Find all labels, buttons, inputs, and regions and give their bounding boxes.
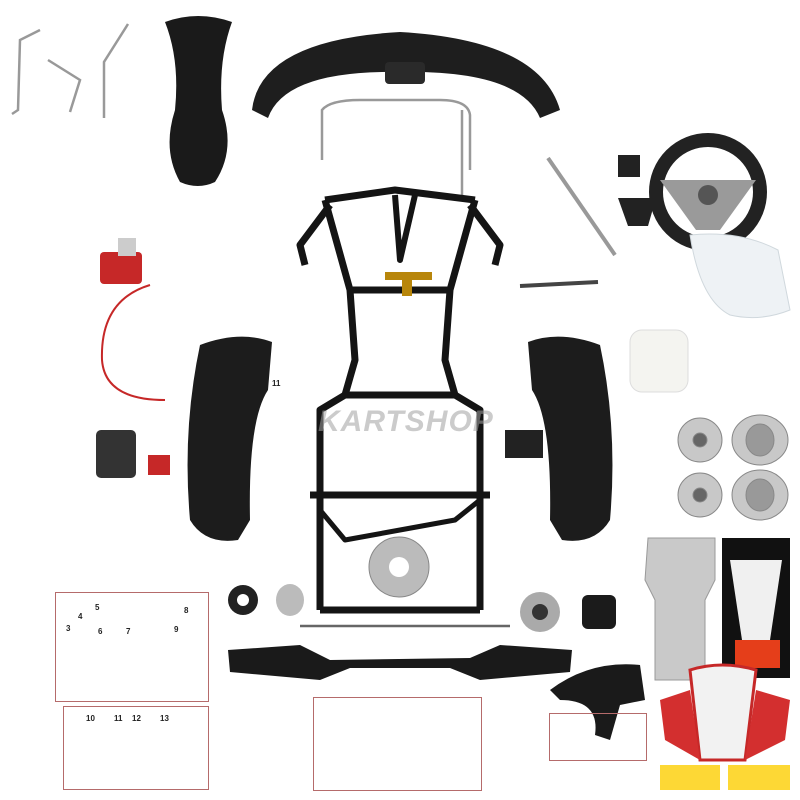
callout-13: 13 (160, 714, 169, 723)
pedal-stop-bracket (505, 430, 543, 458)
transparent-seat (689, 233, 791, 319)
parts-box-small-hardware (549, 713, 647, 761)
callout-10: 10 (86, 714, 95, 723)
floor-tray (644, 537, 716, 681)
wheel-rims (677, 414, 789, 521)
callout-7: 7 (126, 627, 131, 636)
callout-5: 5 (95, 603, 100, 612)
seat (165, 16, 232, 186)
bodywork-sticker-kit (660, 663, 790, 790)
seat-struts (11, 23, 472, 200)
callout-8: 8 (184, 606, 189, 615)
kartshop-watermark: KARTSHOP (318, 405, 494, 438)
bumper-mount (385, 62, 425, 84)
steering-wheel (649, 133, 767, 251)
rear-bumper (252, 32, 560, 118)
callout-11: 11 (114, 714, 123, 723)
left-side-pod (187, 336, 272, 541)
fuel-tank (629, 329, 689, 393)
callout-loose-11: 11 (272, 379, 281, 388)
steering-column (546, 156, 617, 257)
steering-bracket-brass (385, 272, 432, 296)
chassis-frame (296, 186, 504, 614)
brake-caliper (96, 430, 170, 478)
front-bumper (228, 645, 572, 680)
steering-hub (618, 155, 656, 226)
rear-hub (582, 595, 616, 629)
sprocket-carrier (520, 592, 560, 632)
callout-9: 9 (174, 625, 179, 634)
chain-guard (550, 664, 645, 740)
brake-line (100, 284, 166, 401)
brake-disc (368, 536, 430, 598)
bearing (228, 584, 304, 616)
callout-3: 3 (66, 624, 71, 633)
parts-box-pedals (313, 697, 482, 791)
callout-12: 12 (132, 714, 141, 723)
right-side-pod (528, 336, 613, 541)
parts-box-spacers (63, 706, 209, 790)
callout-4: 4 (78, 612, 83, 621)
callout-6: 6 (98, 627, 103, 636)
brake-master-cylinder (100, 238, 142, 284)
parts-box-seat-brackets (55, 592, 209, 702)
tie-rod (519, 280, 599, 288)
